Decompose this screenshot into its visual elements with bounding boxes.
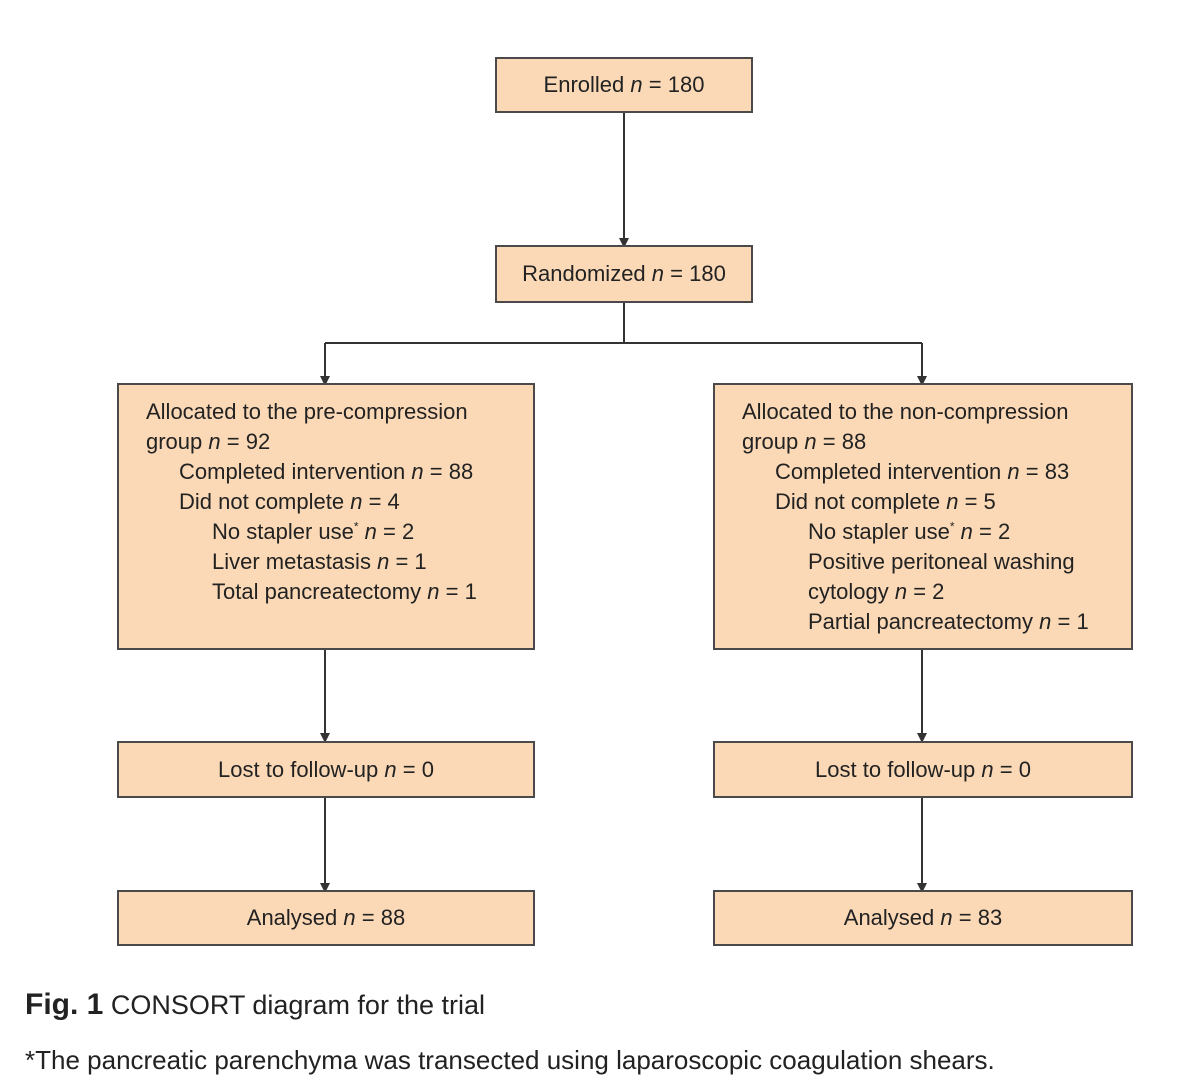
n-symbol: n	[630, 72, 643, 97]
figure-label: Fig. 1	[25, 988, 104, 1021]
right-allocation-box: Allocated to the non-compression group n…	[713, 383, 1133, 650]
left-lost-box: Lost to follow-up n = 0	[117, 741, 535, 798]
figure-caption-text: CONSORT diagram for the trial	[110, 990, 485, 1020]
right-completed-line: Completed intervention n = 83	[775, 459, 1070, 484]
figure-caption: Fig. 1 CONSORT diagram for the trial	[25, 988, 485, 1022]
footnote: *The pancreatic parenchyma was transecte…	[25, 1045, 995, 1075]
left-reason-total-pancreatectomy: Total pancreatectomy n = 1	[212, 579, 477, 604]
left-allocation-title: Allocated to the pre-compression	[146, 399, 468, 424]
enrolled-label: Enrolled	[543, 72, 625, 97]
right-lost-box: Lost to follow-up n = 0	[713, 741, 1133, 798]
left-not-completed-line: Did not complete n = 4	[179, 489, 400, 514]
right-reason-no-stapler: No stapler use* n = 2	[808, 519, 1011, 544]
right-allocation-title: Allocated to the non-compression	[742, 399, 1069, 424]
left-reason-no-stapler: No stapler use* n = 2	[212, 519, 415, 544]
left-completed-line: Completed intervention n = 88	[179, 459, 474, 484]
left-allocation-group: group n = 92	[146, 429, 271, 454]
randomized-box: Randomized n = 180	[495, 245, 753, 303]
left-allocation-box: Allocated to the pre-compression group n…	[117, 383, 535, 650]
right-reason-peritoneal-washing-cont: cytology n = 2	[808, 579, 945, 604]
enrolled-box: Enrolled n = 180	[495, 57, 753, 113]
right-analysed-box: Analysed n = 83	[713, 890, 1133, 946]
right-reason-partial-pancreatectomy: Partial pancreatectomy n = 1	[808, 609, 1089, 634]
right-reason-peritoneal-washing: Positive peritoneal washing	[808, 549, 1075, 574]
enrolled-value: = 180	[648, 72, 705, 97]
right-allocation-group: group n = 88	[742, 429, 867, 454]
n-symbol: n	[651, 261, 665, 286]
left-reason-liver-metastasis: Liver metastasis n = 1	[212, 549, 427, 574]
left-analysed-box: Analysed n = 88	[117, 890, 535, 946]
randomized-label: Randomized	[522, 261, 646, 286]
randomized-value: = 180	[670, 261, 726, 286]
right-not-completed-line: Did not complete n = 5	[775, 489, 996, 514]
